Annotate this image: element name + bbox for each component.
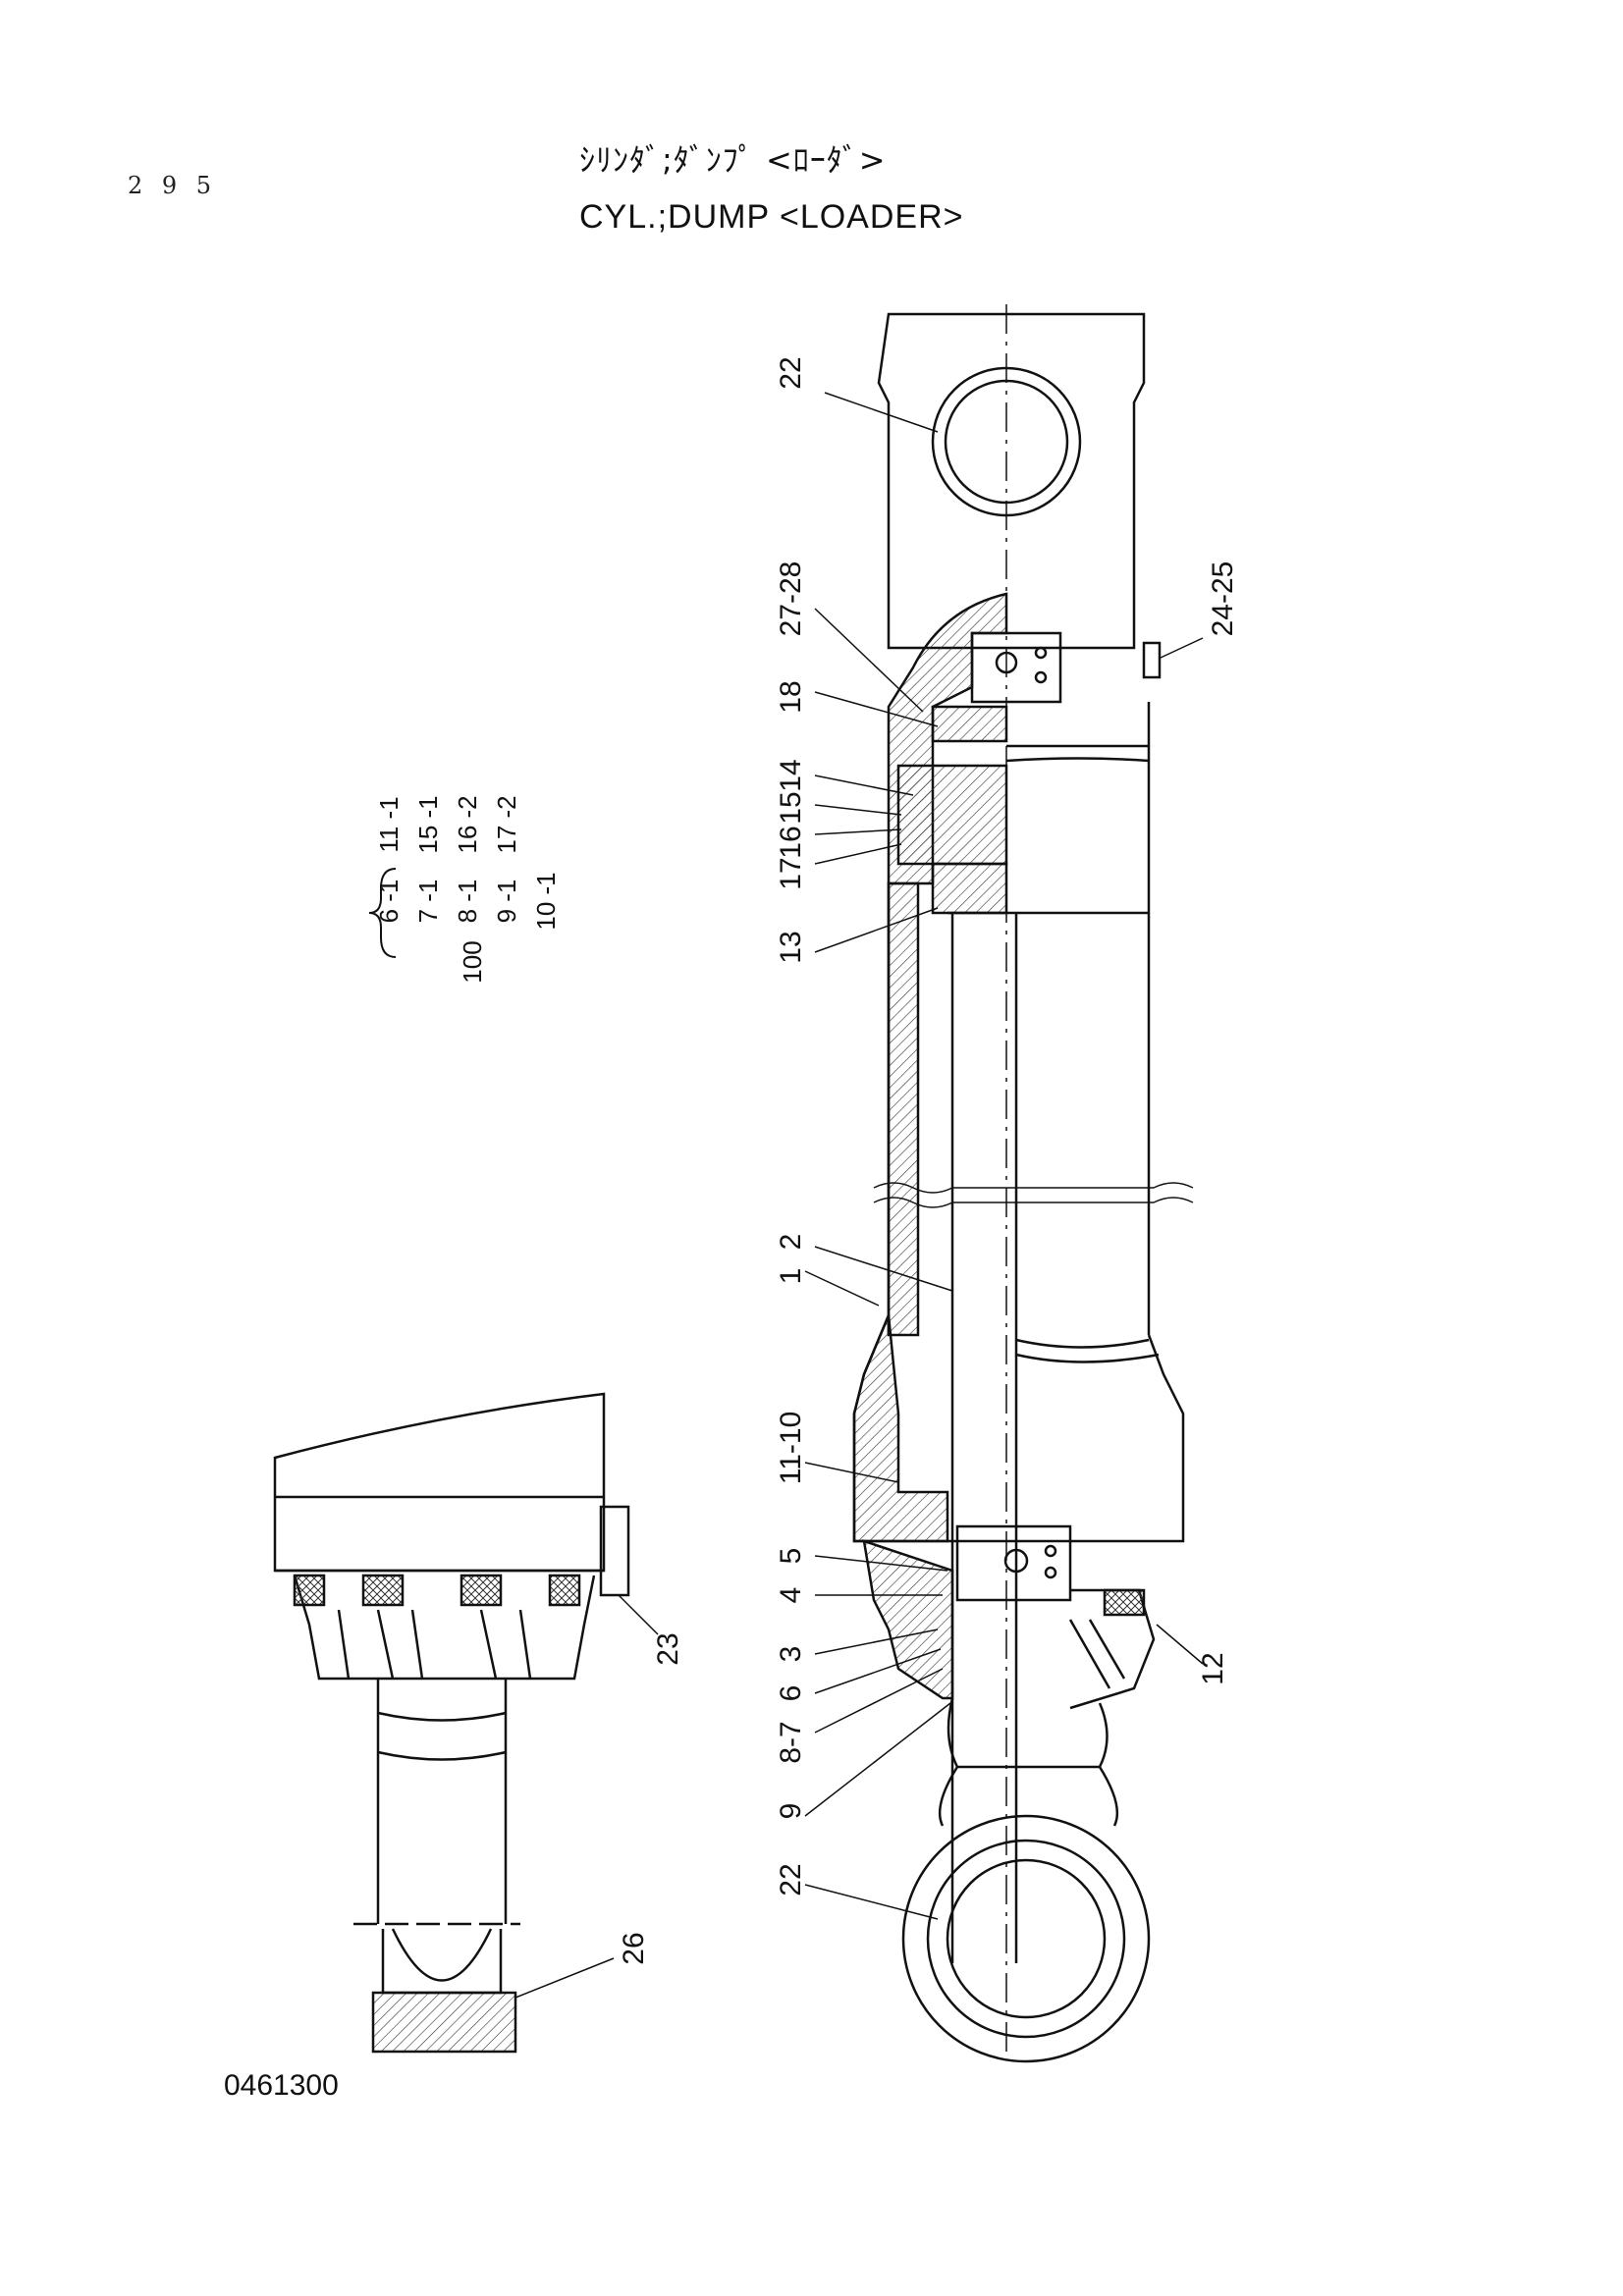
leader-lines	[514, 392, 1204, 1999]
kit-item-15-1: 15 -1	[413, 795, 443, 853]
seal-kit-group: 100 6 -1 11 -1 7 -1 15 -1 8 -1 16 -2 9 -…	[368, 795, 561, 984]
head-clevis	[877, 312, 1146, 650]
callout-4: 4	[775, 1587, 807, 1604]
rod-eye-block	[955, 1524, 1072, 1602]
kit-item-7-1: 7 -1	[413, 880, 443, 924]
callout-2: 2	[775, 1234, 807, 1251]
title-japanese: ｼﾘﾝﾀﾞ;ﾀﾞﾝﾌﾟ <ﾛｰﾀﾞ>	[579, 141, 887, 179]
kit-item-17-2: 17 -2	[492, 795, 521, 853]
callout-26: 26	[618, 1932, 650, 1964]
kit-item-11-1: 11 -1	[374, 796, 404, 852]
callout-16: 16	[775, 826, 807, 858]
detail-view	[273, 1392, 630, 2054]
callout-13: 13	[775, 931, 807, 963]
kit-item-9-1: 9 -1	[492, 880, 521, 924]
callout-18: 18	[775, 680, 807, 713]
kit-item-8-1: 8 -1	[453, 880, 482, 924]
callout-6: 6	[775, 1685, 807, 1702]
callout-23: 23	[652, 1632, 684, 1665]
callout-11-10: 11-10	[775, 1412, 807, 1485]
page-number: 2 9 5	[128, 172, 218, 199]
kit-brace	[368, 868, 397, 958]
kit-item-10-1: 10 -1	[531, 872, 561, 930]
rod-eye-pin-bore	[901, 1814, 1151, 2063]
kit-number: 100	[458, 940, 487, 983]
main-cylinder	[852, 304, 1194, 2063]
callout-1: 1	[775, 1268, 807, 1285]
drawing-number: 0461300	[224, 2069, 339, 2102]
callout-8-7: 8-7	[775, 1721, 807, 1763]
title-english: CYL.;DUMP <LOADER>	[579, 198, 964, 236]
kit-item-16-2: 16 -2	[453, 795, 482, 853]
callout-24-25: 24-25	[1207, 561, 1239, 637]
callout-9: 9	[775, 1803, 807, 1820]
callout-labels: 22 27-28 24-25 18 14 15 16 17 13 1 2 11-…	[618, 356, 1239, 1964]
head-pin-bore	[931, 366, 1082, 517]
callout-27-28: 27-28	[775, 561, 807, 637]
kit-item-6-1: 6 -1	[374, 880, 404, 924]
callout-22-top: 22	[775, 356, 807, 389]
callout-22-bottom: 22	[775, 1863, 807, 1896]
grease-fitting	[1142, 641, 1162, 679]
callout-15: 15	[775, 791, 807, 824]
callout-17: 17	[775, 857, 807, 889]
callout-5: 5	[775, 1548, 807, 1565]
callout-14: 14	[775, 759, 807, 791]
callout-12: 12	[1197, 1652, 1229, 1684]
callout-3: 3	[775, 1646, 807, 1663]
